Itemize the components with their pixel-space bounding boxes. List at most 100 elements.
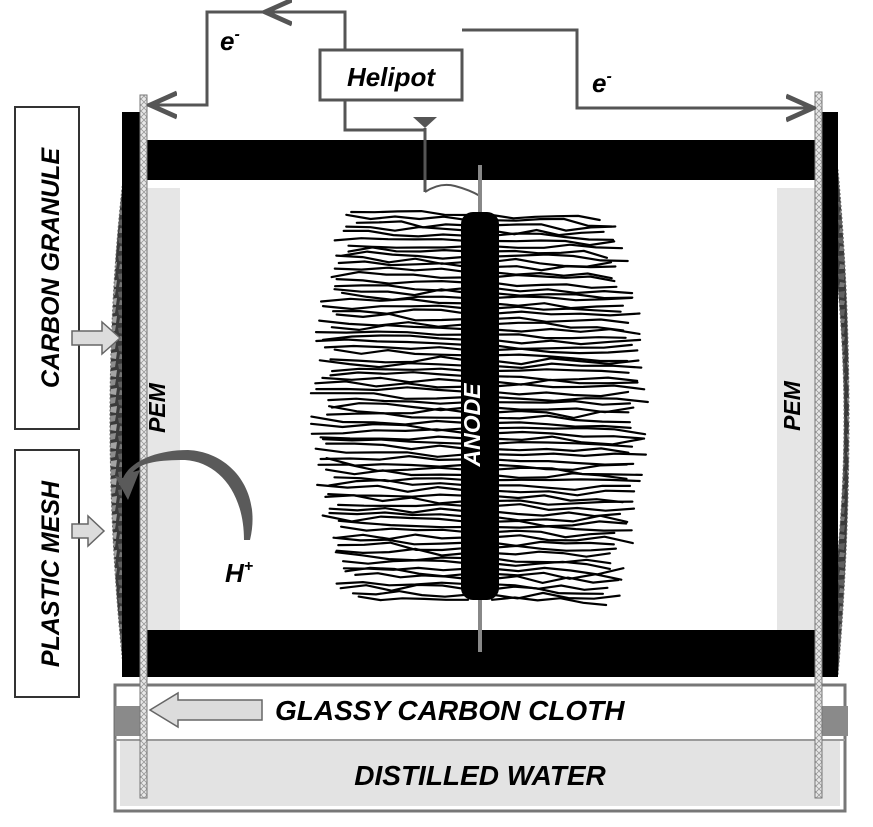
proton-arrow: [115, 450, 253, 540]
brush-fiber: [490, 435, 644, 446]
brush-fiber: [490, 472, 628, 480]
brush-fiber: [326, 412, 470, 419]
brush-fiber: [490, 302, 624, 310]
brush-fiber: [310, 415, 470, 426]
carbon-granule-label: CARBON GRANULE: [37, 147, 65, 389]
brush-fiber: [490, 239, 616, 247]
glassy-carbon-cloth-label: GLASSY CARBON CLOTH: [275, 695, 625, 726]
brush-fiber: [337, 503, 470, 508]
carbon-granule-pointer: [71, 320, 122, 356]
distilled-water-fill: [120, 740, 840, 806]
brush-fiber: [490, 484, 632, 491]
brush-fiber: [490, 447, 630, 454]
brush-fiber: [490, 399, 632, 406]
anode-label: ANODE: [459, 383, 485, 468]
brush-fiber: [328, 506, 470, 514]
brush-fiber: [342, 559, 470, 565]
brush-fiber: [490, 353, 629, 363]
brush-fiber: [490, 327, 641, 335]
brush-fiber: [342, 229, 470, 238]
brush-fiber: [490, 421, 632, 429]
brush-fiber: [490, 426, 647, 436]
brush-fiber: [319, 454, 470, 462]
brush-fiber: [329, 371, 470, 378]
brush-fiber: [490, 503, 636, 512]
brush-fiber: [490, 383, 646, 391]
brush-fiber: [490, 253, 629, 263]
brush-fiber: [490, 305, 622, 313]
brush-fiber: [314, 330, 470, 336]
brush-fiber: [347, 246, 470, 253]
brush-fiber: [333, 476, 470, 483]
brush-fiber: [329, 355, 470, 364]
brush-fiber: [490, 409, 630, 420]
helipot-label: Helipot: [347, 62, 436, 92]
brush-fiber: [490, 310, 641, 317]
carbon-brush-fibers: [309, 209, 649, 607]
brush-fiber: [340, 250, 470, 260]
brush-fiber: [490, 213, 601, 222]
brush-fiber: [490, 525, 633, 532]
brush-fiber: [316, 483, 470, 493]
brush-fiber: [490, 223, 617, 232]
brush-fiber: [490, 583, 609, 591]
brush-fiber: [309, 392, 470, 400]
proton-label: H+: [225, 558, 253, 588]
brush-fiber: [334, 551, 470, 562]
brush-fiber: [490, 430, 646, 440]
brush-fiber: [490, 544, 617, 552]
plastic-mesh-box: [14, 449, 80, 698]
brush-fiber: [328, 478, 470, 487]
brush-fiber: [490, 499, 634, 506]
brush-fiber: [321, 514, 470, 523]
brush-fiber: [490, 271, 613, 280]
brush-fiber: [350, 209, 470, 217]
brush-fiber: [347, 244, 470, 249]
brush-fiber: [490, 368, 630, 374]
brush-fiber: [490, 596, 608, 607]
external-circuit: [150, 10, 813, 197]
brush-fiber: [490, 347, 639, 355]
brush-fiber: [490, 273, 616, 283]
pem-left: [147, 188, 180, 630]
brush-fiber: [327, 397, 470, 405]
water-container: [113, 683, 848, 813]
wire-helipot-wiper: [343, 100, 425, 132]
brush-fiber: [490, 585, 604, 595]
brush-fiber: [354, 572, 470, 581]
brush-fiber: [318, 319, 470, 328]
cloth-electrode-left: [139, 94, 148, 799]
brush-fiber: [490, 357, 640, 366]
electron-label-right: e-: [592, 68, 612, 98]
brush-fiber: [335, 312, 470, 322]
brush-fiber: [333, 237, 470, 243]
brush-fiber: [490, 466, 643, 476]
brush-fiber: [335, 547, 470, 557]
brush-fiber: [355, 220, 470, 229]
brush-fiber: [490, 316, 630, 324]
brush-fiber: [337, 260, 470, 269]
brush-fiber: [490, 395, 649, 404]
brush-fiber: [333, 288, 470, 297]
brush-fiber: [318, 359, 470, 369]
brush-fiber: [345, 213, 470, 222]
brush-fiber: [333, 266, 470, 274]
pem-label-left: PEM: [144, 382, 170, 433]
brush-fiber: [335, 580, 470, 587]
brush-fiber: [490, 295, 633, 302]
anode-rod: [461, 212, 499, 600]
brush-fiber: [490, 265, 617, 272]
brush-fiber: [328, 405, 470, 415]
glassy-carbon-pointer: [148, 691, 263, 729]
carbon-granule-box: [14, 106, 80, 430]
wire-left: [150, 10, 347, 105]
brush-fiber: [490, 529, 616, 539]
brush-fiber: [332, 308, 470, 315]
brush-fiber: [490, 281, 618, 289]
brush-fiber: [339, 583, 470, 592]
brush-fiber: [490, 338, 642, 346]
brush-fiber: [490, 321, 625, 332]
brush-fiber: [490, 440, 634, 448]
brush-fiber: [332, 536, 470, 546]
